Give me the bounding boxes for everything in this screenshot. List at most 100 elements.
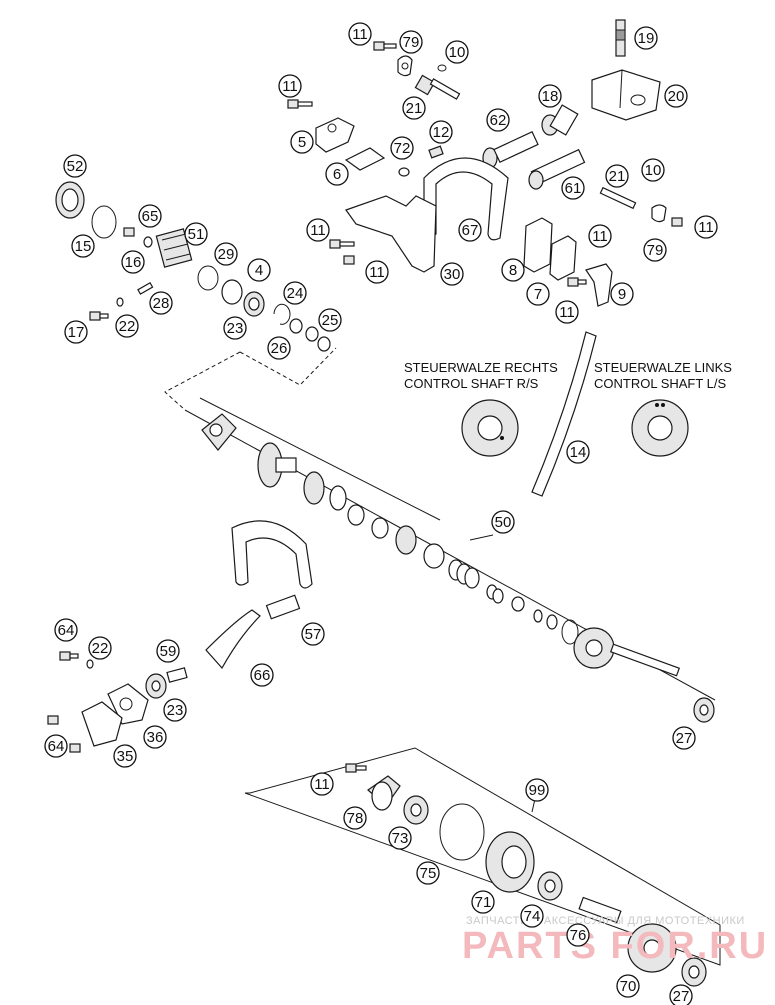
callout-label: 79 [403, 34, 420, 51]
callout-label: 65 [142, 208, 159, 225]
callout-circle [429, 120, 453, 144]
callout-66: 66 [250, 663, 274, 687]
callout-label: 99 [529, 782, 546, 799]
pin-28 [137, 281, 154, 295]
callout-circle [458, 218, 482, 242]
bolt-11-mid [329, 239, 355, 249]
callout-61: 61 [561, 176, 585, 200]
callout-circle [247, 258, 271, 282]
callout-label: 20 [668, 88, 685, 105]
callout-16: 16 [121, 250, 145, 274]
callout-label: 64 [58, 622, 75, 639]
callout-label: 57 [305, 626, 322, 643]
callout-72: 72 [390, 136, 414, 160]
washer-22 [116, 297, 124, 307]
callout-circle [149, 291, 173, 315]
callout-circle [616, 974, 640, 998]
callout-8: 8 [501, 258, 525, 282]
callout-circle [416, 861, 440, 885]
callout-20: 20 [664, 84, 688, 108]
shim-25 [305, 326, 331, 352]
callout-50: 50 [491, 510, 515, 534]
callout-label: 16 [125, 254, 142, 271]
callout-99: 99 [525, 778, 549, 802]
callout-label: 18 [542, 88, 559, 105]
callout-circle [214, 242, 238, 266]
callout-circle [643, 238, 667, 262]
washer-65 [143, 236, 153, 248]
callout-label: 8 [509, 262, 517, 279]
callout-14: 14 [566, 440, 590, 464]
callout-circle [486, 108, 510, 132]
lever-9 [585, 263, 613, 307]
callout-36: 36 [143, 725, 167, 749]
callout-18: 18 [538, 84, 562, 108]
callout-11: 11 [306, 218, 330, 242]
callout-circle [278, 74, 302, 98]
caption-left-de: STEUERWALZE LINKS [594, 360, 732, 375]
callout-circle [301, 622, 325, 646]
callout-label: 11 [310, 222, 326, 239]
bracket-30 [345, 195, 437, 273]
callout-22: 22 [88, 636, 112, 660]
callout-64: 64 [44, 734, 68, 758]
callout-11: 11 [588, 224, 612, 248]
cover-20 [591, 69, 661, 121]
gasket-8 [523, 217, 553, 273]
callout-circle [664, 84, 688, 108]
gear-main [573, 627, 615, 669]
callout-label: 64 [48, 738, 65, 755]
lever-79-right [651, 204, 667, 223]
callout-circle [54, 618, 78, 642]
gear-70 [627, 923, 677, 973]
oring-10-top [437, 64, 447, 72]
ring-15 [91, 205, 117, 239]
callout-label: 26 [271, 340, 288, 357]
callout-circle [306, 218, 330, 242]
callout-11: 11 [365, 260, 389, 284]
callout-circle [694, 215, 718, 239]
callout-label: 71 [475, 894, 492, 911]
cover-guide [231, 520, 313, 589]
gear-18 [541, 104, 579, 136]
callout-21: 21 [402, 96, 426, 120]
callout-circle [138, 204, 162, 228]
washer-26 [289, 318, 303, 334]
callout-label: 51 [188, 226, 205, 243]
circlip-24 [273, 303, 291, 325]
ring-main [561, 619, 579, 645]
callout-label: 17 [68, 324, 85, 341]
nut-52 [55, 181, 85, 219]
spring-51 [155, 228, 193, 268]
shaft-main [609, 643, 681, 677]
washer-main-5 [511, 596, 525, 612]
callout-circle [555, 300, 579, 324]
callout-11: 11 [694, 215, 718, 239]
plate-5 [315, 117, 355, 153]
callout-circle [318, 308, 342, 332]
callout-circle [343, 806, 367, 830]
callout-label: 19 [638, 30, 655, 47]
callout-circle [669, 984, 693, 1005]
callout-label: 22 [92, 640, 109, 657]
callout-11: 11 [555, 300, 579, 324]
callout-label: 66 [254, 667, 271, 684]
callout-label: 36 [147, 729, 164, 746]
bolt-11-bottom [345, 763, 367, 773]
lever-79-top [397, 55, 413, 77]
oring-29 [197, 265, 219, 291]
shaft-62 [482, 130, 539, 169]
callout-51: 51 [184, 222, 208, 246]
bearing-74 [537, 871, 563, 901]
callout-74: 74 [520, 904, 544, 928]
callout-circle [525, 778, 549, 802]
callout-circle [365, 260, 389, 284]
callout-22: 22 [115, 314, 139, 338]
callout-circle [348, 22, 372, 46]
pin-59 [166, 667, 188, 683]
shaft-housing [257, 442, 297, 488]
callout-label: 75 [420, 865, 437, 882]
callout-27: 27 [672, 726, 696, 750]
callout-label: 11 [559, 304, 575, 321]
callout-65: 65 [138, 204, 162, 228]
